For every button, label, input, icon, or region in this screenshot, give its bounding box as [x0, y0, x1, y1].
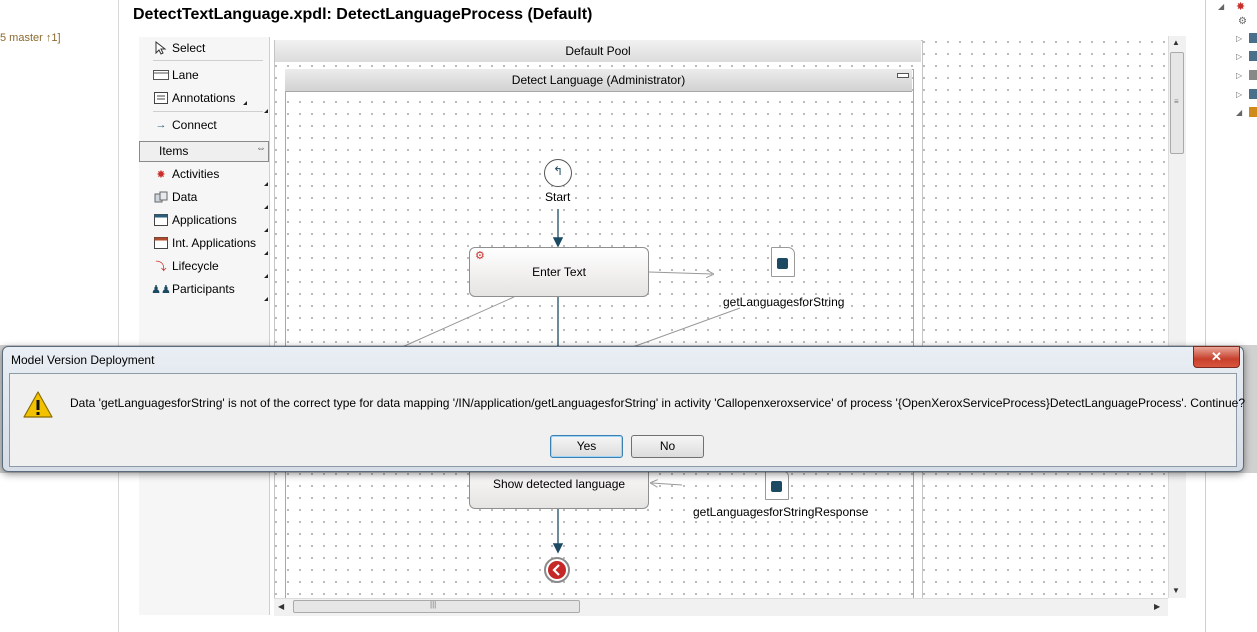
- model-version-deployment-dialog: Model Version Deployment ✕ Data 'getLang…: [2, 346, 1245, 472]
- no-button[interactable]: No: [631, 435, 704, 458]
- palette-activities-label: Activities: [172, 167, 220, 181]
- palette-lifecycle-label: Lifecycle: [172, 259, 219, 273]
- select-arrow-icon: [153, 41, 169, 55]
- palette-lane-label: Lane: [172, 68, 199, 82]
- dialog-message: Data 'getLanguagesforString' is not of t…: [70, 396, 1245, 410]
- tree-expand-icon[interactable]: ▷: [1236, 52, 1243, 61]
- project-icon: ✸: [1236, 1, 1246, 13]
- end-icon: [548, 561, 566, 579]
- palette-annotations[interactable]: Annotations: [153, 89, 248, 107]
- start-event[interactable]: ↰: [544, 159, 572, 187]
- start-label: Start: [545, 190, 571, 204]
- tree-expand-icon[interactable]: ▷: [1236, 71, 1243, 80]
- scroll-left-icon[interactable]: ◀: [278, 602, 285, 611]
- palette-lifecycle[interactable]: ⤵ Lifecycle: [153, 257, 219, 275]
- palette-items-label: Items: [159, 144, 189, 158]
- tree-node-icon: ⚙: [1238, 16, 1247, 27]
- expand-arrow-icon[interactable]: [264, 182, 268, 186]
- data-object-output[interactable]: [765, 470, 789, 500]
- palette-select[interactable]: Select: [153, 39, 205, 57]
- palette-divider: [153, 60, 263, 61]
- expand-arrow-icon[interactable]: [264, 297, 268, 301]
- data-input-label: getLanguagesforString: [723, 295, 845, 309]
- scroll-down-icon[interactable]: ▼: [1172, 586, 1180, 595]
- annotations-icon: [153, 91, 169, 105]
- activity-enter-text[interactable]: Enter Text ⚙: [469, 247, 649, 297]
- scroll-up-icon[interactable]: ▲: [1172, 38, 1180, 47]
- tree-node-icon: [1249, 33, 1257, 43]
- palette-applications[interactable]: Applications: [153, 211, 237, 229]
- palette-activities[interactable]: ✸ Activities: [153, 165, 219, 183]
- activities-icon: ✸: [156, 168, 166, 181]
- palette-participants[interactable]: ♟♟ Participants: [151, 280, 235, 298]
- data-cube-icon: [771, 481, 782, 492]
- palette-items-drawer[interactable]: Items ⇔: [139, 141, 269, 162]
- data-icon: [153, 190, 169, 204]
- end-event[interactable]: [544, 557, 570, 583]
- data-object-input[interactable]: [771, 247, 795, 277]
- activity-show-language-label: Show detected language: [492, 477, 626, 491]
- dialog-body: Data 'getLanguagesforString' is not of t…: [9, 373, 1245, 467]
- expand-arrow-icon[interactable]: [264, 109, 268, 113]
- editor-title: DetectTextLanguage.xpdl: DetectLanguageP…: [133, 6, 593, 23]
- palette: Select Lane Annotations → Connect Items …: [139, 37, 270, 615]
- scroll-right-icon[interactable]: ▶: [1154, 602, 1161, 611]
- lifecycle-icon: ⤵: [155, 261, 167, 273]
- expand-arrow-icon[interactable]: [264, 228, 268, 232]
- palette-divider: [153, 111, 263, 112]
- close-button[interactable]: ✕: [1193, 346, 1240, 368]
- dialog-title: Model Version Deployment: [11, 353, 155, 367]
- palette-int-applications[interactable]: Int. Applications: [153, 234, 256, 252]
- close-icon: ✕: [1211, 349, 1222, 364]
- tree-expand-icon[interactable]: ◢: [1236, 108, 1243, 117]
- yes-button[interactable]: Yes: [550, 435, 623, 458]
- pool-title[interactable]: Default Pool: [275, 40, 921, 62]
- expand-arrow-icon: [243, 101, 248, 105]
- lane-minimize-button[interactable]: [897, 73, 909, 78]
- collapse-icon[interactable]: ⇔: [256, 143, 266, 154]
- tree-node-icon: [1249, 89, 1257, 99]
- warning-icon: [23, 391, 53, 418]
- start-icon: ↰: [553, 164, 564, 178]
- applications-icon: [153, 213, 169, 227]
- palette-data-label: Data: [172, 190, 198, 204]
- palette-connect[interactable]: → Connect: [153, 116, 217, 134]
- activity-enter-text-label: Enter Text: [532, 265, 586, 279]
- lane-icon: [153, 68, 169, 82]
- palette-participants-label: Participants: [172, 282, 235, 296]
- palette-connect-label: Connect: [172, 118, 217, 132]
- activity-type-icon: ⚙: [475, 250, 485, 262]
- palette-annotations-label: Annotations: [172, 91, 236, 105]
- expand-arrow-icon[interactable]: [264, 251, 268, 255]
- palette-int-applications-label: Int. Applications: [172, 236, 257, 250]
- tree-expand-icon[interactable]: ▷: [1236, 34, 1243, 43]
- palette-applications-label: Applications: [172, 213, 237, 227]
- tree-node-icon: [1249, 70, 1257, 80]
- lane-title[interactable]: Detect Language (Administrator): [285, 69, 912, 92]
- horizontal-scroll-thumb[interactable]: |||: [293, 600, 580, 613]
- connect-icon: →: [155, 119, 167, 131]
- tree-expand-icon[interactable]: ◢: [1218, 2, 1225, 11]
- palette-lane[interactable]: Lane: [153, 66, 199, 84]
- tree-node-icon: [1249, 51, 1257, 61]
- int-applications-icon: [153, 236, 169, 250]
- vertical-scroll-thumb[interactable]: ≡: [1170, 52, 1184, 154]
- participants-icon: ♟♟: [151, 283, 171, 296]
- palette-data[interactable]: Data: [153, 188, 197, 206]
- data-output-label: getLanguagesforStringResponse: [693, 505, 869, 519]
- outline-panel: ◢ ✸ ⚙ ▷ ▷ ▷ ▷ ◢: [1205, 0, 1257, 632]
- git-branch-label: 5 master ↑1]: [0, 32, 61, 44]
- data-cube-icon: [777, 258, 788, 269]
- expand-arrow-icon[interactable]: [264, 274, 268, 278]
- left-panel: 5 master ↑1]: [0, 0, 119, 632]
- palette-select-label: Select: [172, 41, 206, 55]
- tree-expand-icon[interactable]: ▷: [1236, 90, 1243, 99]
- tree-node-icon: [1249, 107, 1257, 117]
- diagram-canvas[interactable]: [138, 36, 1168, 614]
- expand-arrow-icon[interactable]: [264, 205, 268, 209]
